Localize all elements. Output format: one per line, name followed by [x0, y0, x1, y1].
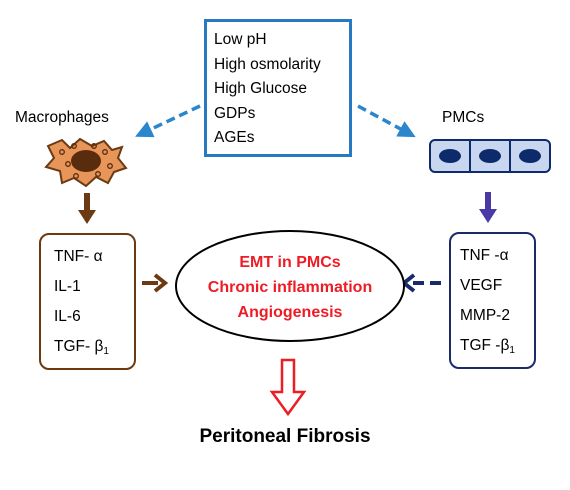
outcome-title: Peritoneal Fibrosis — [199, 426, 371, 447]
macrophage-cytokines-box: TNF- α IL-1 IL-6 TGF- β1 — [39, 233, 136, 370]
pmc-cells-icon — [429, 139, 551, 173]
cytokine-item: TNF- α — [54, 248, 103, 265]
cytokine-item: TGF- β1 — [54, 338, 109, 357]
pmc-cytokines-box: TNF -α VEGF MMP-2 TGF -β1 — [449, 232, 536, 369]
cytokine-item: MMP-2 — [460, 307, 510, 324]
cytokine-item: IL-6 — [54, 308, 81, 325]
pmcs-label: PMCs — [442, 109, 485, 126]
factor-item: Low pH — [214, 31, 267, 48]
subscript: 1 — [509, 345, 515, 356]
cytokine-item: VEGF — [460, 277, 503, 294]
subscript: 1 — [103, 346, 109, 357]
factor-item: GDPs — [214, 104, 256, 122]
macrophage-icon — [44, 137, 128, 188]
center-outcomes: EMT in PMCs Chronic inflammation Angioge… — [180, 250, 400, 325]
arrow-pmcs-down — [479, 192, 497, 223]
center-ellipse — [175, 230, 405, 342]
arrow-to-outcome — [269, 358, 307, 417]
center-line-inflammation: Chronic inflammation — [207, 279, 373, 296]
factor-item: AGEs — [214, 129, 255, 146]
cytokine-item: TGF -β1 — [460, 337, 515, 356]
cytokine-item: TNF -α — [460, 247, 509, 264]
macrophages-label: Macrophages — [15, 109, 109, 126]
center-line-emt: EMT in PMCs — [239, 254, 341, 271]
arrow-macrophages-down — [78, 193, 96, 224]
arrow-factors-to-macrophages — [135, 104, 201, 138]
risk-factors-box: Low pH High osmolarity High Glucose GDPs… — [204, 19, 352, 157]
arrow-macrophage-cytokines-to-center — [142, 273, 169, 293]
arrow-factors-to-pmcs — [357, 104, 416, 138]
center-line-angiogenesis: Angiogenesis — [237, 304, 343, 321]
factor-item: High Glucose — [214, 80, 308, 97]
cytokine-item: IL-1 — [54, 278, 81, 295]
factor-item: High osmolarity — [214, 55, 321, 73]
arrow-pmc-cytokines-to-center — [400, 273, 441, 293]
